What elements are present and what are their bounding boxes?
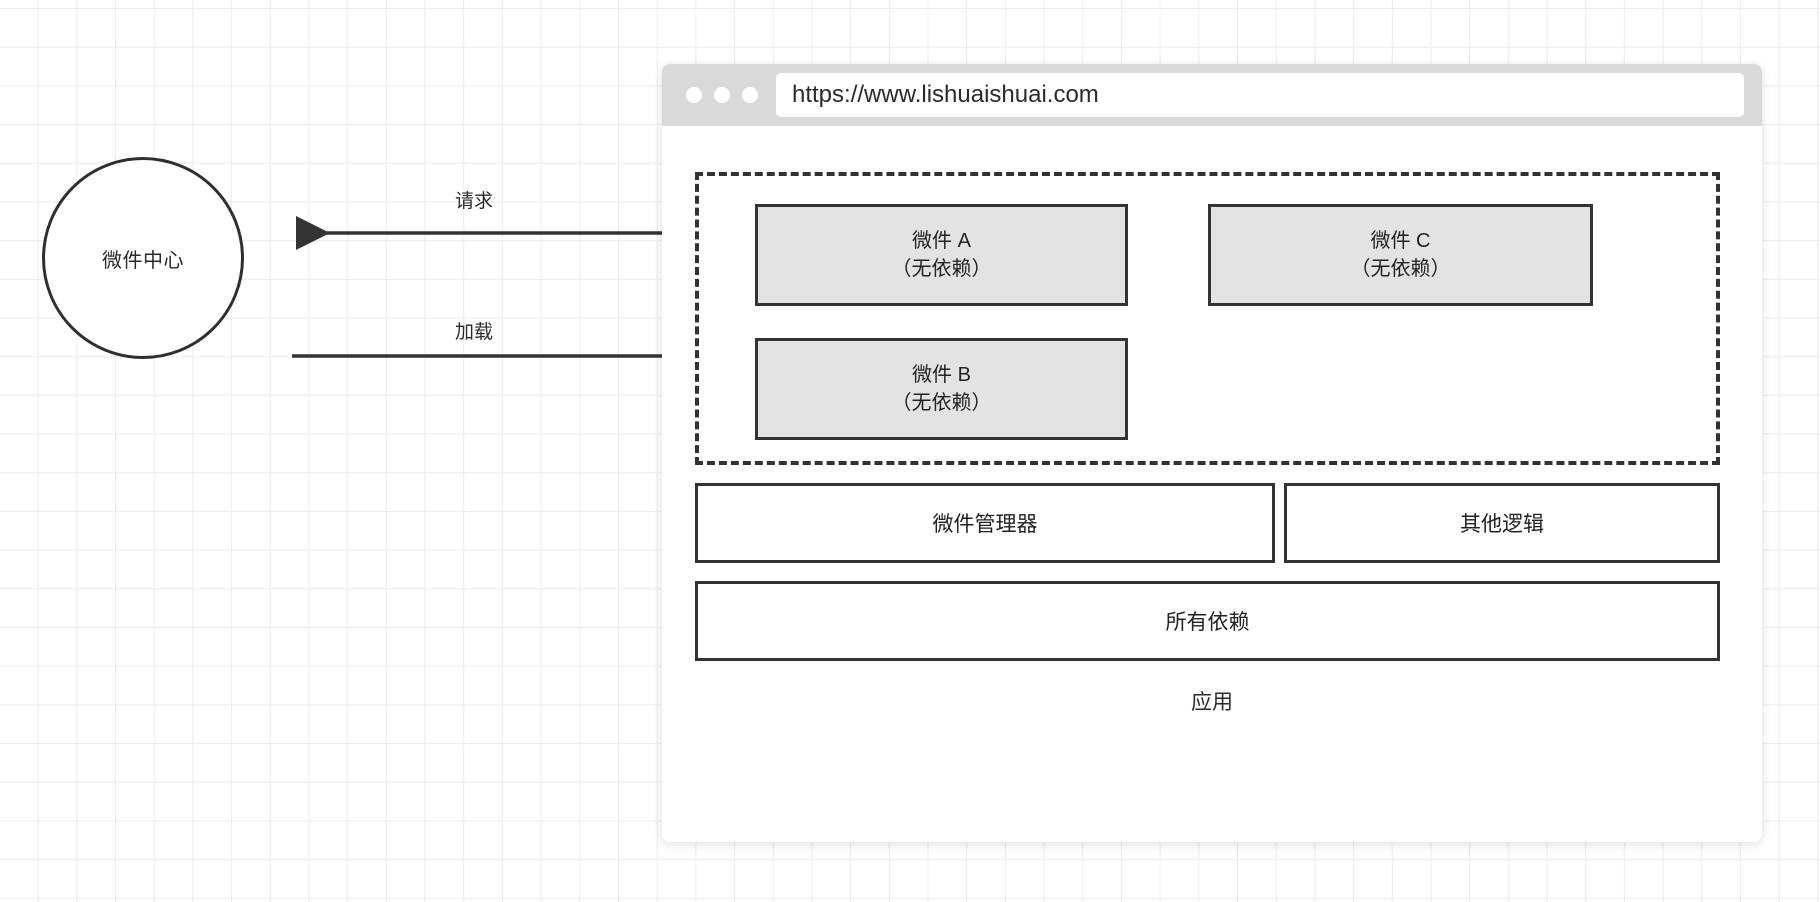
widget-a-subtitle: （无依赖） [891,258,992,280]
browser-window: https://www.lishuaishuai.com 微件 A （无依赖） … [662,64,1762,842]
widget-hub-label: 微件中心 [102,249,184,272]
widget-box-a: 微件 A （无依赖） [755,204,1128,306]
application-caption: 应用 [1191,691,1233,714]
block-other-logic-label: 其他逻辑 [1460,513,1544,536]
widget-b-subtitle: （无依赖） [891,392,992,414]
browser-viewport: 微件 A （无依赖） 微件 B （无依赖） 微件 C （无依赖） 微件管理器 其… [662,126,1762,842]
close-dot-icon[interactable] [686,87,702,103]
connector-label-request: 请求 [455,191,494,212]
block-all-dependencies: 所有依赖 [695,581,1720,661]
browser-titlebar: https://www.lishuaishuai.com [662,64,1762,126]
widget-a-title: 微件 A [912,229,971,252]
widget-box-b: 微件 B （无依赖） [755,338,1128,440]
minimize-dot-icon[interactable] [714,87,730,103]
widget-box-c: 微件 C （无依赖） [1208,204,1593,306]
maximize-dot-icon[interactable] [742,87,758,103]
url-text: https://www.lishuaishuai.com [792,81,1099,108]
block-other-logic: 其他逻辑 [1284,483,1720,563]
widget-c-subtitle: （无依赖） [1350,258,1451,280]
traffic-light-group [686,87,758,103]
block-all-dependencies-label: 所有依赖 [1165,611,1250,634]
block-widget-manager-label: 微件管理器 [932,513,1038,536]
url-bar[interactable]: https://www.lishuaishuai.com [776,73,1744,117]
widget-b-title: 微件 B [912,363,971,386]
widget-zone: 微件 A （无依赖） 微件 B （无依赖） 微件 C （无依赖） [695,172,1720,465]
widget-hub-node: 微件中心 [42,157,244,359]
widget-c-title: 微件 C [1370,229,1431,252]
connector-label-load: 加载 [455,322,494,343]
block-widget-manager: 微件管理器 [695,483,1275,563]
